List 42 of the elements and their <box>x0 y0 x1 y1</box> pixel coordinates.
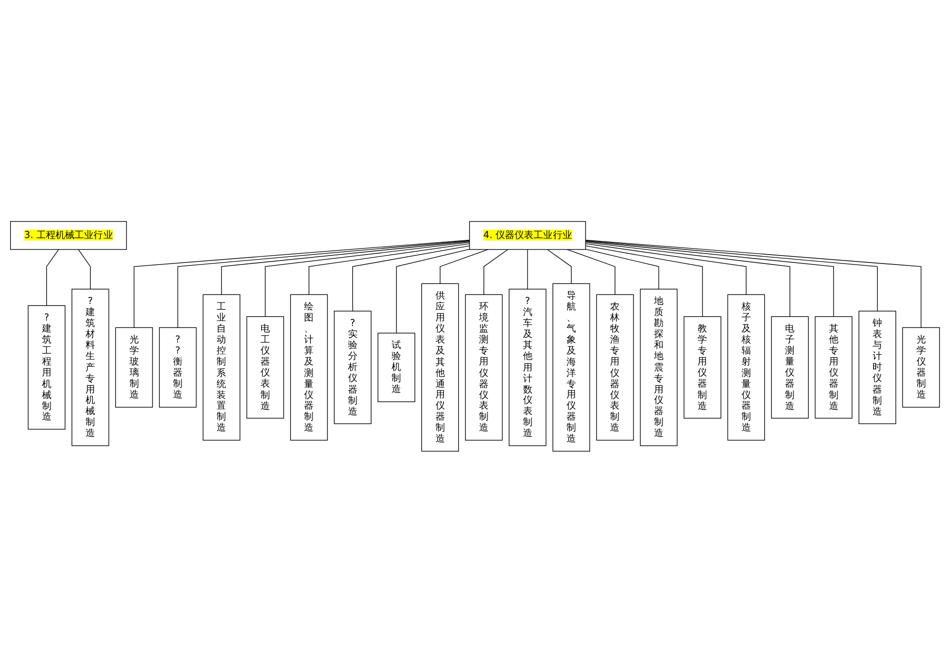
connector <box>78 248 91 290</box>
connector <box>396 248 470 334</box>
node-box: 钟表与计时仪器制造 <box>858 310 896 424</box>
connector <box>585 239 922 328</box>
connector <box>585 243 747 295</box>
node-box: 环境监测专用仪器仪表制造 <box>465 294 503 440</box>
connector <box>484 248 508 295</box>
node-box: ?汽车及其他用计数仪表制造 <box>508 288 546 446</box>
connector <box>566 248 616 295</box>
node-box: 导航、气象及海洋专用仪器制造 <box>552 282 590 452</box>
connector <box>440 248 489 284</box>
connector <box>585 248 660 290</box>
connector <box>264 242 470 317</box>
node-box: 电工仪器仪表制造 <box>246 316 284 418</box>
node-box: 农林牧渔专用仪器仪表制造 <box>596 294 634 440</box>
node-box: 绘图、计算及测量仪器制造 <box>290 294 328 440</box>
connector <box>546 248 572 284</box>
node-box: ?建筑材料生产专用机械制造 <box>72 288 110 446</box>
node-box: ?建筑工程用机械制造 <box>28 304 66 430</box>
connector <box>585 245 703 317</box>
connector <box>308 243 470 295</box>
connector <box>585 240 878 312</box>
node-box: 供应用仪表及其他通用仪器制造 <box>421 282 459 452</box>
node-box: 工业自动控制系统装置制造 <box>202 294 240 440</box>
connector <box>46 248 59 306</box>
node-box: 电子测量仪器制造 <box>771 316 809 418</box>
connector <box>585 240 834 317</box>
node-box: 核子及核辐射测量仪器制造 <box>727 294 765 440</box>
node-box: 4. 仪器仪表工业行业 <box>469 220 586 250</box>
node-box: ?实验分析仪器制造 <box>334 310 372 424</box>
node-box: ??衡器制造 <box>159 326 197 408</box>
node-box: 光学玻璃制造 <box>115 326 153 408</box>
node-box: 试验机制造 <box>378 332 416 402</box>
node-box: 教学专用仪器制造 <box>684 316 722 418</box>
connector <box>221 240 470 295</box>
node-box: 地质勘探和地震专用仪器制造 <box>640 288 678 446</box>
connector <box>527 248 528 290</box>
node-box: 光学仪器制造 <box>902 326 940 408</box>
node-box: 3. 工程机械工业行业 <box>10 220 127 250</box>
node-box: 其他专用仪器制造 <box>814 316 852 418</box>
connector <box>352 245 470 312</box>
connector <box>585 242 790 317</box>
